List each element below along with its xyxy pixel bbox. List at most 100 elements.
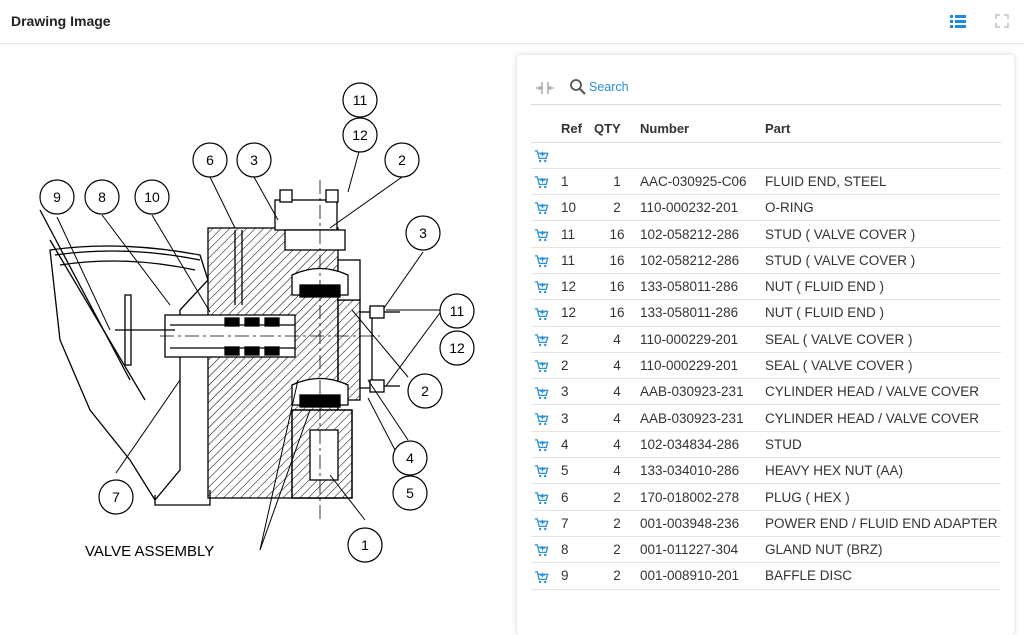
part-cell: HEAVY HEX NUT (AA) [765,457,1001,485]
add-to-cart-icon[interactable] [534,333,549,347]
cart-cell [531,273,561,301]
add-to-cart-icon[interactable] [534,280,549,294]
balloon-5: 5 [406,485,414,501]
number-cell: 102-058212-286 [640,247,765,274]
add-to-cart-icon[interactable] [534,412,549,426]
column-header-qty[interactable]: QTY [594,115,640,143]
ref-cell: 12 [561,299,594,327]
column-header-part[interactable]: Part [765,115,1001,143]
valve-assembly-caption: VALVE ASSEMBLY [85,543,214,560]
drawing-image: 9 8 10 6 3 11 12 2 3 11 12 2 4 5 1 7 VAL… [39,82,475,563]
add-to-cart-icon[interactable] [534,438,549,452]
qty-cell: 2 [594,536,640,564]
page-title: Drawing Image [11,13,111,29]
cart-cell [531,168,561,196]
cart-cell [531,457,561,485]
add-to-cart-icon[interactable] [534,201,549,215]
number-cell: 001-003948-236 [640,510,765,537]
add-to-cart-icon[interactable] [534,543,549,557]
ref-cell [561,142,594,169]
cart-cell [531,352,561,380]
part-cell: NUT ( FLUID END ) [765,273,1001,301]
part-cell: CYLINDER HEAD / VALVE COVER [765,404,1001,432]
qty-cell: 2 [594,483,640,511]
qty-cell [594,142,640,169]
cart-cell [531,536,561,564]
column-header-ref[interactable]: Ref [561,115,594,143]
add-to-cart-icon[interactable] [534,386,549,400]
add-to-cart-icon[interactable] [534,254,549,268]
ref-cell: 6 [561,483,594,511]
number-cell [640,142,765,169]
search-icon[interactable] [569,78,587,96]
cart-cell [531,510,561,537]
add-to-cart-icon[interactable] [534,175,549,189]
balloon-7: 7 [112,489,120,505]
expand-icon[interactable] [992,12,1012,30]
add-to-cart-icon[interactable] [534,464,549,478]
column-resize-icon[interactable] [535,80,555,96]
number-cell: 001-011227-304 [640,536,765,564]
ref-cell: 4 [561,431,594,459]
add-to-cart-icon[interactable] [534,228,549,242]
ref-cell: 11 [561,247,594,274]
ref-cell: 9 [561,562,594,590]
part-cell: POWER END / FLUID END ADAPTER [765,510,1001,537]
qty-cell: 2 [594,562,640,590]
add-to-cart-icon[interactable] [534,491,549,505]
ref-cell: 7 [561,510,594,537]
cart-cell [531,483,561,511]
list-view-icon[interactable] [948,12,968,30]
qty-cell: 4 [594,431,640,459]
ref-cell: 8 [561,536,594,564]
balloon-3-top: 3 [250,152,258,168]
add-to-cart-icon[interactable] [534,570,549,584]
qty-cell: 4 [594,404,640,432]
part-cell: SEAL ( VALVE COVER ) [765,326,1001,353]
page-header: Drawing Image [0,0,1024,44]
qty-cell: 4 [594,326,640,353]
ref-cell: 2 [561,326,594,353]
cart-cell [531,326,561,353]
part-cell: CYLINDER HEAD / VALVE COVER [765,378,1001,406]
number-cell: 170-018002-278 [640,483,765,511]
number-cell: AAB-030923-231 [640,378,765,406]
column-header-number[interactable]: Number [640,115,765,143]
table-row[interactable] [531,142,1001,169]
add-to-cart-icon[interactable] [534,517,549,531]
part-cell: NUT ( FLUID END ) [765,299,1001,327]
part-cell [765,142,1001,169]
part-cell: STUD ( VALVE COVER ) [765,247,1001,274]
ref-cell: 12 [561,273,594,301]
number-cell: 133-058011-286 [640,273,765,301]
add-to-cart-icon[interactable] [534,149,549,163]
column-header-cart [531,115,561,143]
add-to-cart-icon[interactable] [534,359,549,373]
balloon-8: 8 [98,189,106,205]
cart-cell [531,142,561,169]
number-cell: 110-000229-201 [640,326,765,353]
cart-cell [531,247,561,274]
qty-cell: 2 [594,510,640,537]
qty-cell: 2 [594,194,640,222]
part-cell: PLUG ( HEX ) [765,483,1001,511]
add-to-cart-icon[interactable] [534,307,549,321]
balloon-12-right: 12 [449,340,465,356]
search-input[interactable] [589,77,789,97]
